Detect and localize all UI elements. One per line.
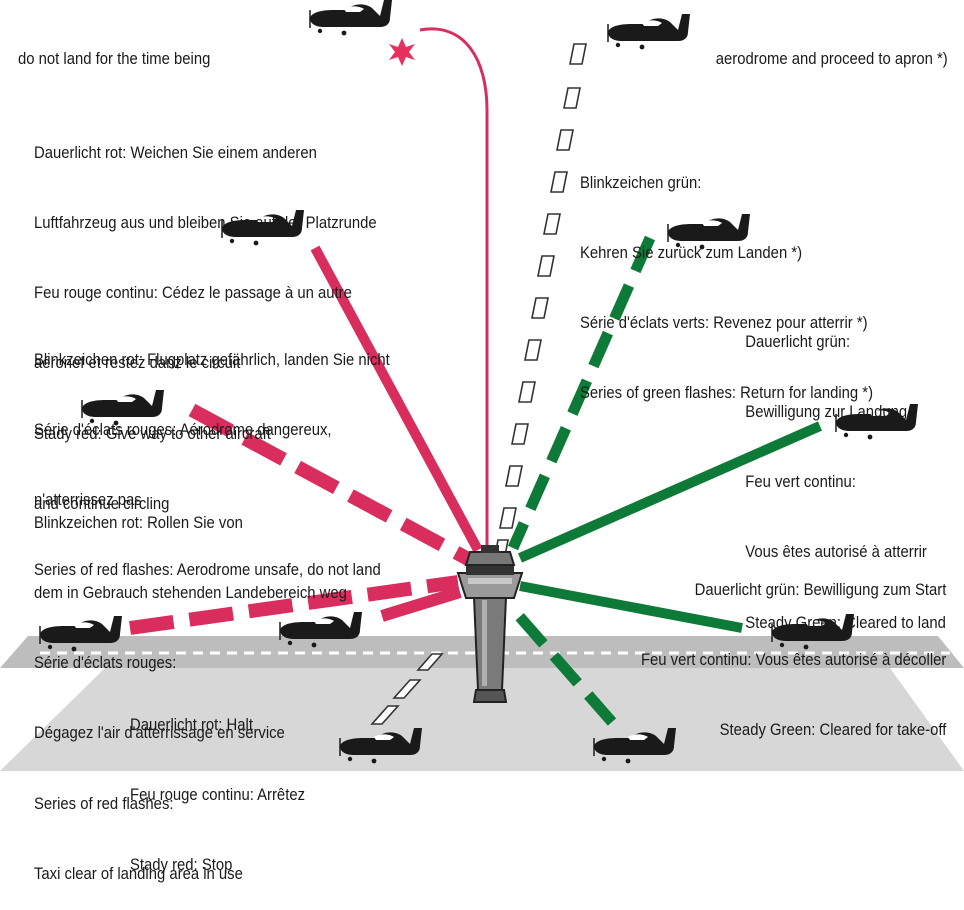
text-line: Stady red: Give way to other aircraft bbox=[34, 424, 271, 443]
text-line: Luftfahrzeug aus und bleiben Sie auf der… bbox=[34, 214, 377, 233]
text-line: Bewilligung zur Landung bbox=[745, 403, 908, 422]
text-line: Blinkzeichen rot: Flugplatz gefährlich, … bbox=[34, 350, 390, 369]
signal-text-top-left: do not land for the time being bbox=[18, 1, 210, 95]
text-line: Stady red: Stop bbox=[130, 856, 233, 875]
text-line: and continue circling bbox=[34, 494, 170, 513]
text-line: Série d'éclats verts: Revenez pour atter… bbox=[580, 314, 868, 333]
text-line: Series of red flashes: Aerodrome unsafe,… bbox=[34, 561, 381, 580]
light-aircraft-icon bbox=[309, 0, 393, 37]
control-tower-icon bbox=[456, 545, 524, 703]
white-dashed-beam bbox=[370, 43, 587, 725]
text-line: Dauerlicht grün: bbox=[745, 332, 851, 351]
text-line: Vous êtes autorisé à atterrir bbox=[745, 543, 928, 562]
text-line: Série d'éclats rouges: Aérodrome dangere… bbox=[34, 421, 332, 440]
text-line: Blinkzeichen rot: Rollen Sie von bbox=[34, 513, 243, 532]
signal-text-red-flashes-unsafe: Blinkzeichen rot: Flugplatz gefährlich, … bbox=[34, 302, 390, 606]
text-line: Dauerlicht grün: Bewilligung zum Start bbox=[694, 580, 946, 599]
light-aircraft-icon bbox=[607, 13, 691, 51]
signal-text-green-flashes-return: Blinkzeichen grün: Kehren Sie zurück zum… bbox=[580, 125, 873, 429]
signal-text-steady-red-circling: Dauerlicht rot: Weichen Sie einem andere… bbox=[34, 95, 377, 540]
text-line: Feu vert continu: Vous êtes autorisé à d… bbox=[640, 651, 946, 670]
text-line: Feu vert continu: bbox=[745, 473, 857, 492]
green-dashed-ground-beam bbox=[507, 604, 617, 726]
signal-text-top-right: aerodrome and proceed to apron *) bbox=[716, 1, 948, 95]
text-line: n'atterrissez pas bbox=[34, 491, 142, 510]
steady-green-land-beam bbox=[517, 421, 823, 563]
text-line: Dauerlicht rot: Weichen Sie einem andere… bbox=[34, 143, 317, 162]
light-signals-diagram bbox=[0, 0, 964, 771]
red-flare-trajectory bbox=[419, 27, 489, 548]
text-line: Série d'éclats rouges: bbox=[34, 654, 177, 673]
text-line: do not land for the time being bbox=[18, 49, 211, 68]
red-flashes-unsafe-beam bbox=[188, 403, 474, 567]
steady-green-takeoff-beam bbox=[519, 581, 743, 633]
text-line: Steady Green: Cleared to land bbox=[745, 613, 946, 632]
text-line: Steady Green: Cleared for take-off bbox=[719, 721, 946, 740]
text-line: Feu rouge continu: Cédez le passage à un… bbox=[34, 284, 352, 303]
text-line: aéronef et restez danz le circuit bbox=[34, 354, 241, 373]
steady-red-stop-beam bbox=[380, 586, 462, 622]
red-flashes-taxi-beam bbox=[129, 575, 459, 635]
signal-beams bbox=[129, 27, 823, 726]
text-line: dem in Gebrauch stehenden Landebereich w… bbox=[34, 584, 347, 603]
pyrotechnic-burst-icon bbox=[389, 38, 415, 66]
green-flashes-return-beam bbox=[507, 235, 656, 551]
signal-text-steady-green-land: Dauerlicht grün: Bewilligung zur Landung… bbox=[745, 284, 946, 659]
text-line: Kehren Sie zurück zum Landen *) bbox=[580, 244, 803, 263]
text-line: Feu rouge continu: Arrêtez bbox=[130, 786, 306, 805]
text-line: Blinkzeichen grün: bbox=[580, 173, 702, 192]
steady-red-circling-beam bbox=[310, 245, 483, 553]
text-line: Dégagez l'air d'atterrissage en service bbox=[34, 724, 285, 743]
signal-text-steady-red-stop: Dauerlicht rot: Halt Feu rouge continu: … bbox=[130, 667, 305, 901]
text-line: Dauerlicht rot: Halt bbox=[130, 715, 253, 734]
signal-text-steady-green-takeoff: Dauerlicht grün: Bewilligung zum Start F… bbox=[641, 532, 946, 766]
text-line: Series of green flashes: Return for land… bbox=[580, 384, 874, 403]
text-line: aerodrome and proceed to apron *) bbox=[716, 49, 948, 68]
